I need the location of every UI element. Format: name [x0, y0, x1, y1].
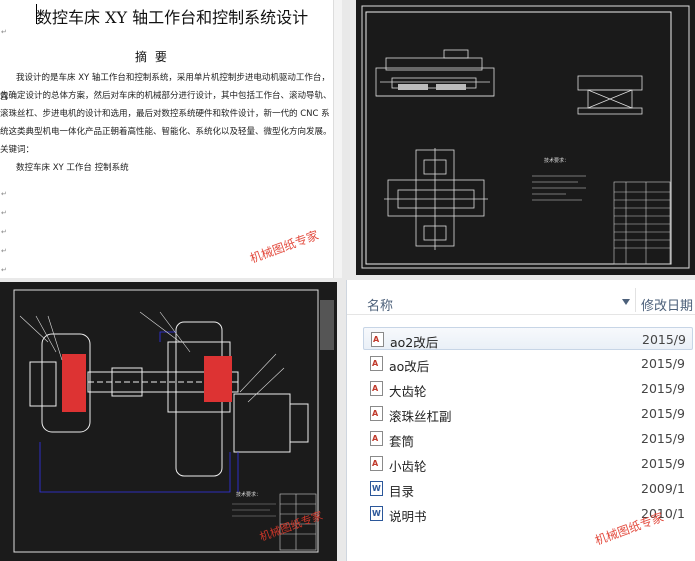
cad-file-icon: A	[370, 356, 383, 371]
file-name: 小齿轮	[389, 459, 427, 474]
column-date-header[interactable]: 修改日期	[641, 299, 694, 314]
file-date: 2015/9	[641, 431, 685, 446]
cad-file-icon: A	[370, 456, 383, 471]
file-date: 2015/9	[641, 406, 685, 421]
file-explorer: 名称 修改日期 A ao2改后 2015/9 A ao改后 2015/9 A 大…	[346, 280, 695, 561]
tech-requirements-label: 技术要求：	[544, 157, 569, 164]
abstract-line-4: 统这类典型机电一体化产品正朝着高性能、智能化、系统化以及轻量、微型化方向发展。	[0, 127, 332, 137]
file-row[interactable]: W 说明书 2010/1	[363, 502, 693, 525]
cad-file-icon: A	[370, 431, 383, 446]
paragraph-mark: ↵	[1, 228, 7, 236]
column-divider[interactable]	[635, 288, 636, 312]
file-row[interactable]: A ao2改后 2015/9	[363, 327, 693, 350]
file-name: 套筒	[389, 434, 415, 449]
file-name: ao2改后	[390, 335, 439, 350]
cad-file-icon: A	[371, 332, 384, 347]
file-row[interactable]: A 滚珠丝杠副 2015/9	[363, 402, 693, 425]
word-doc-icon: W	[370, 506, 383, 521]
word-doc-icon: W	[370, 481, 383, 496]
sort-arrow-icon[interactable]	[622, 299, 630, 305]
paragraph-mark: ↵	[1, 209, 7, 217]
cad-drawing-canvas: 技术要求：	[361, 5, 690, 269]
column-name-header[interactable]: 名称	[367, 299, 394, 314]
scrollbar[interactable]	[333, 0, 342, 278]
file-date: 2015/9	[642, 332, 686, 347]
scrollbar[interactable]	[320, 300, 334, 350]
word-document-view: 数控车床 XY 轴工作台和控制系统设计 ↵ 摘 要 我设计的是车床 XY 轴工作…	[0, 0, 342, 278]
paragraph-mark: ↵	[1, 190, 7, 198]
watermark: 机械图纸专家	[247, 228, 321, 266]
cad-file-icon: A	[370, 406, 383, 421]
file-date: 2015/9	[641, 381, 685, 396]
paragraph-mark: ↵	[1, 266, 7, 274]
keywords-label: 关键词：	[0, 145, 35, 155]
file-date: 2010/1	[641, 506, 685, 521]
file-name: 说明书	[389, 509, 427, 524]
cad-drawing-gear-assembly: 技术要求： 机械图纸专家	[0, 282, 337, 561]
abstract-line-2: 先确定设计的总体方案，然后对车床的机械部分进行设计，其中包括工作台、滚动导轨、	[0, 91, 332, 101]
abstract-line-1: 我设计的是车床 XY 轴工作台和控制系统，采用单片机控制步进电动机驱动工作台，首	[0, 73, 330, 102]
file-name: ao改后	[389, 359, 430, 374]
file-date: 2009/1	[641, 481, 685, 496]
tech-requirements-label: 技术要求：	[236, 491, 261, 498]
file-row[interactable]: A 大齿轮 2015/9	[363, 377, 693, 400]
column-header: 名称 修改日期	[347, 280, 695, 315]
document-title: 数控车床 XY 轴工作台和控制系统设计	[36, 8, 309, 27]
file-row[interactable]: W 目录 2009/1	[363, 477, 693, 500]
file-row[interactable]: A 小齿轮 2015/9	[363, 452, 693, 475]
file-name: 大齿轮	[389, 384, 427, 399]
file-date: 2015/9	[641, 456, 685, 471]
paragraph-mark: ↵	[1, 247, 7, 255]
cad-drawing-canvas: 技术要求：	[13, 289, 334, 553]
file-date: 2015/9	[641, 356, 685, 371]
paragraph-mark: ↵	[1, 28, 7, 36]
abstract-line-3: 滚珠丝杠、步进电机的设计和选用，最后对数控系统硬件和软件设计，新一代的 CNC …	[0, 109, 330, 119]
keywords-text: 数控车床 XY 工作台 控制系统	[16, 163, 129, 173]
abstract-heading: 摘 要	[135, 50, 169, 64]
text-cursor	[36, 4, 37, 24]
file-name: 滚珠丝杠副	[389, 409, 452, 424]
cad-drawing-xy-table: 技术要求：	[356, 0, 695, 275]
cad-file-icon: A	[370, 381, 383, 396]
file-row[interactable]: A 套筒 2015/9	[363, 427, 693, 450]
file-row[interactable]: A ao改后 2015/9	[363, 352, 693, 375]
file-name: 目录	[389, 484, 415, 499]
